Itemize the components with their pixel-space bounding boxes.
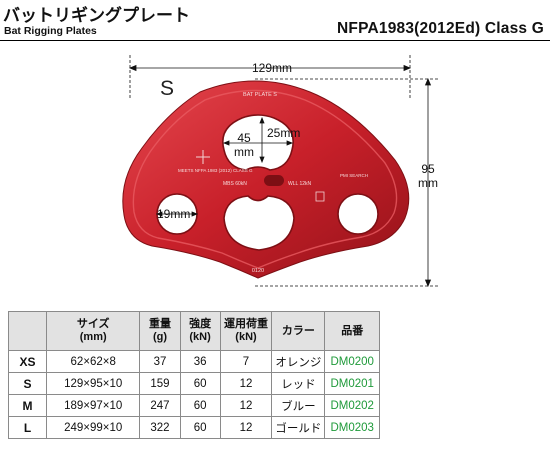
cell-wll: 12 [219,372,273,395]
cell-strength: 60 [179,394,221,417]
cell-code: DM0203 [324,416,380,439]
page-title-jp: バットリギングプレート [3,6,190,26]
dimension-lines [128,55,440,288]
table-header-row: サイズ(mm) 重量(g) 強度(kN) 運用荷重(kN) カラー 品番 [7,311,380,351]
dim-hole-top-width: 45 mm [231,131,257,159]
dim-hole-top-width-value: 45 [237,131,251,145]
cell-wll: 12 [219,394,273,417]
cell-dims: 129×95×10 [46,372,141,395]
center-slot [264,175,284,186]
table-row: XS 62×62×8 37 36 7 オレンジ DM0200 [7,350,380,373]
plate-text-serial: 0120 [252,268,264,274]
center-hole [223,195,295,251]
header-color: カラー [271,311,326,351]
plate-text-wll: WLL 12kN [288,181,312,187]
header-code: 品番 [324,311,380,351]
arrow-up [424,77,432,86]
cell-size: M [7,394,48,417]
cell-strength: 36 [179,350,221,373]
plate-text-mbs: MBS 60kN [223,181,247,187]
cell-color: オレンジ [271,350,326,373]
cell-color: ゴールド [271,416,326,439]
cell-strength: 60 [179,372,221,395]
hole-dimension-lines [155,116,294,217]
header-weight: 重量(g) [139,311,181,351]
header-strength: 強度(kN) [179,311,221,351]
spec-table: サイズ(mm) 重量(g) 強度(kN) 運用荷重(kN) カラー 品番 XS … [7,311,380,439]
cell-color: ブルー [271,394,326,417]
plate-text-top: BAT PLATE S [243,92,277,98]
dim-height-label: 95 mm [414,162,442,190]
dim-height-unit: mm [418,176,438,190]
arrow-left [128,64,137,72]
dim-hole-left: 19mm [157,207,191,221]
cell-code: DM0202 [324,394,380,417]
small-marker [315,191,325,202]
page-title-en: Bat Rigging Plates [4,25,97,37]
cell-dims: 62×62×8 [46,350,141,373]
cross-mark [196,150,210,164]
header-rule [0,40,550,41]
cell-strength: 60 [179,416,221,439]
cell-weight: 322 [139,416,181,439]
cell-weight: 37 [139,350,181,373]
header-blank [7,311,48,351]
cell-size: L [7,416,48,439]
cell-wll: 7 [219,350,273,373]
dim-hole-top-width-unit: mm [234,145,254,159]
dim-height-value: 95 [421,162,435,176]
cell-dims: 189×97×10 [46,394,141,417]
header-wll: 運用荷重(kN) [219,311,273,351]
cell-size: XS [7,350,48,373]
size-letter: S [160,77,175,100]
right-hole [337,193,379,235]
cell-dims: 249×99×10 [46,416,141,439]
header-size: サイズ(mm) [46,311,141,351]
plate-text-right: PMI SEARCH [340,173,368,178]
standard-label: NFPA1983(2012Ed) Class G [337,20,544,37]
cell-color: レッド [271,372,326,395]
table-row: L 249×99×10 322 60 12 ゴールド DM0203 [7,416,380,439]
table-row: M 189×97×10 247 60 12 ブルー DM0202 [7,394,380,417]
bat-plate-figure: BAT PLATE S MEETS NFPA 1983 (2012) CLASS… [122,55,440,288]
cell-code: DM0200 [324,350,380,373]
plate-groove [132,89,398,269]
cell-size: S [7,372,48,395]
dim-width-label: 129mm [252,61,293,75]
dim-hole-top-height: 25mm [267,126,301,140]
top-hole [222,114,294,171]
cell-weight: 159 [139,372,181,395]
arrow-down [424,279,432,288]
plate-text-left: MEETS NFPA 1983 (2012) CLASS G [178,168,253,173]
arrow-right [403,64,412,72]
cell-weight: 247 [139,394,181,417]
cell-wll: 12 [219,416,273,439]
table-row: S 129×95×10 159 60 12 レッド DM0201 [7,372,380,395]
cell-code: DM0201 [324,372,380,395]
